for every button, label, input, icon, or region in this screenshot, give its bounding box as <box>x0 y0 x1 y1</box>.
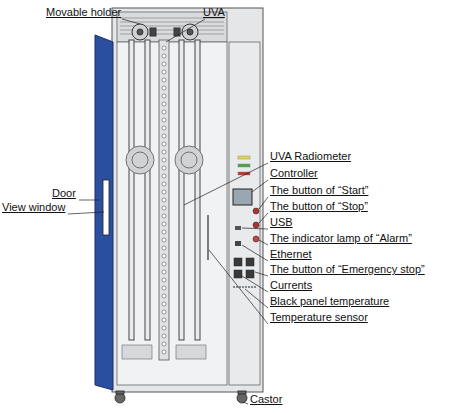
alarm-lamp <box>253 236 259 242</box>
emergency-stop <box>234 258 254 278</box>
start-button <box>253 208 259 214</box>
strip-hole <box>162 350 166 354</box>
strip-hole <box>162 294 166 298</box>
strip-hole <box>162 190 166 194</box>
strip-hole <box>162 230 166 234</box>
part-label: USB <box>270 216 293 229</box>
strip-hole <box>162 158 166 162</box>
strip-hole <box>162 118 166 122</box>
strip-hole <box>162 246 166 250</box>
strip-hole <box>162 174 166 178</box>
part-label: The button of “Emergency stop” <box>270 263 425 276</box>
movable-holder <box>132 24 198 40</box>
strip-hole <box>162 126 166 130</box>
uva-strip <box>159 40 169 360</box>
strip-hole <box>162 70 166 74</box>
part-label: UVA Radiometer <box>270 150 351 163</box>
control-panel <box>229 42 260 385</box>
part-label: UVA <box>203 6 225 19</box>
controller-screen <box>233 189 252 205</box>
strip-hole <box>162 54 166 58</box>
strip-hole <box>162 110 166 114</box>
lamp-yellow <box>238 156 250 159</box>
usb-port <box>235 226 241 230</box>
strip-hole <box>162 318 166 322</box>
strip-hole <box>162 150 166 154</box>
strip-hole <box>162 166 166 170</box>
strip-hole <box>162 334 166 338</box>
stop-button <box>253 222 259 228</box>
part-label: Controller <box>270 167 318 180</box>
strip-hole <box>162 134 166 138</box>
part-label: Castor <box>250 393 282 406</box>
strip-hole <box>162 326 166 330</box>
part-label: View window <box>2 201 65 214</box>
strip-holes <box>162 46 166 354</box>
strip-hole <box>162 198 166 202</box>
strip-hole <box>162 270 166 274</box>
strip-hole <box>162 222 166 226</box>
cabinet-body <box>112 8 263 392</box>
lamp-red <box>238 172 250 175</box>
fan <box>126 146 203 174</box>
strip-hole <box>162 342 166 346</box>
part-label: Ethernet <box>270 248 312 261</box>
castor <box>115 391 247 403</box>
strip-hole <box>162 278 166 282</box>
strip-hole <box>162 62 166 66</box>
view-window <box>103 180 109 235</box>
part-label: The button of “Stop” <box>270 200 368 213</box>
part-label: Door <box>52 187 76 200</box>
strip-hole <box>162 310 166 314</box>
lamp-green <box>238 164 250 167</box>
strip-hole <box>162 78 166 82</box>
strip-hole <box>162 238 166 242</box>
strip-hole <box>162 214 166 218</box>
strip-hole <box>162 102 166 106</box>
part-label: Movable holder <box>46 6 121 19</box>
strip-hole <box>162 302 166 306</box>
ethernet-port <box>235 241 241 246</box>
part-label: Black panel temperature <box>270 295 389 308</box>
leader-lines <box>68 19 268 404</box>
strip-hole <box>162 182 166 186</box>
terminal-dots <box>233 286 256 288</box>
bottom-vent <box>122 345 206 359</box>
part-label: Currents <box>270 279 312 292</box>
strip-hole <box>162 86 166 90</box>
strip-hole <box>162 142 166 146</box>
part-label: The indicator lamp of “Alarm” <box>270 232 412 245</box>
strip-hole <box>162 254 166 258</box>
strip-hole <box>162 286 166 290</box>
part-label: The button of “Start” <box>270 184 368 197</box>
temperature-sensor <box>207 215 209 260</box>
part-label: Temperature sensor <box>270 311 368 324</box>
strip-hole <box>162 94 166 98</box>
strip-hole <box>162 206 166 210</box>
strip-hole <box>162 46 166 50</box>
strip-hole <box>162 262 166 266</box>
